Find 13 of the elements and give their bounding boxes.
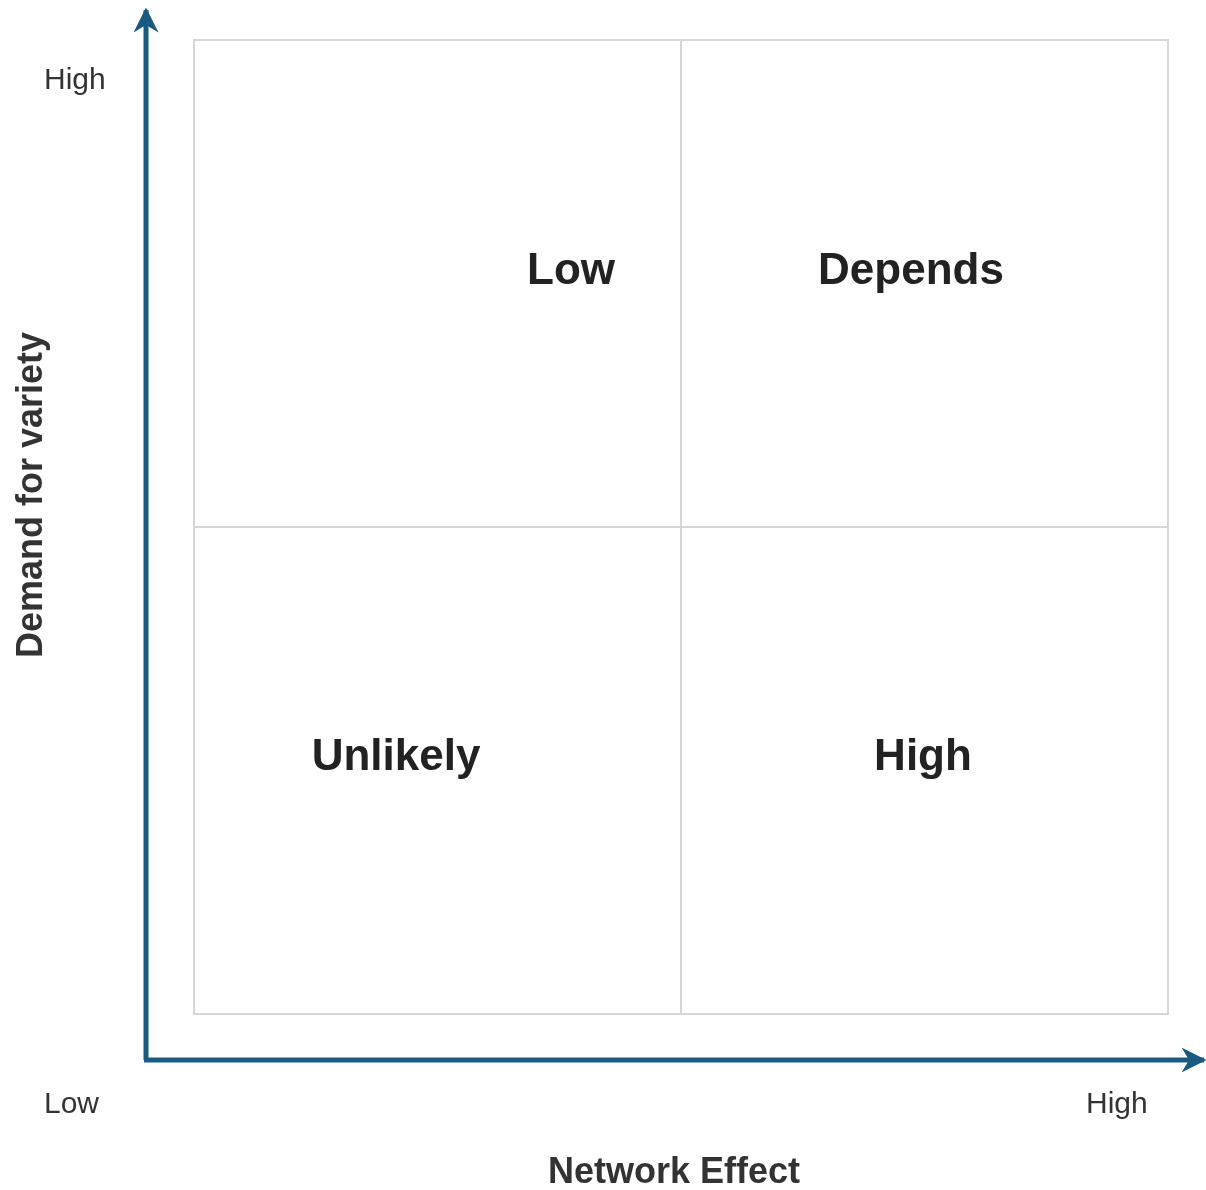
axis-title: Network Effect <box>548 1150 801 1190</box>
quadrant-cell <box>680 526 1169 1015</box>
axis-title: Demand for variety <box>9 331 52 659</box>
quadrant-label: Low <box>527 244 615 294</box>
quadrant-cell <box>680 39 1169 528</box>
quadrant-label: Unlikely <box>311 730 481 780</box>
quadrant-label: Depends <box>818 244 1004 294</box>
quadrant-label: High <box>874 730 972 780</box>
quadrant-cell <box>193 526 682 1015</box>
axis-tick-label: High <box>44 62 106 96</box>
quadrant-cell <box>193 39 682 528</box>
axis-tick-label: High <box>1086 1086 1148 1120</box>
axis-tick-label: Low <box>44 1086 100 1120</box>
